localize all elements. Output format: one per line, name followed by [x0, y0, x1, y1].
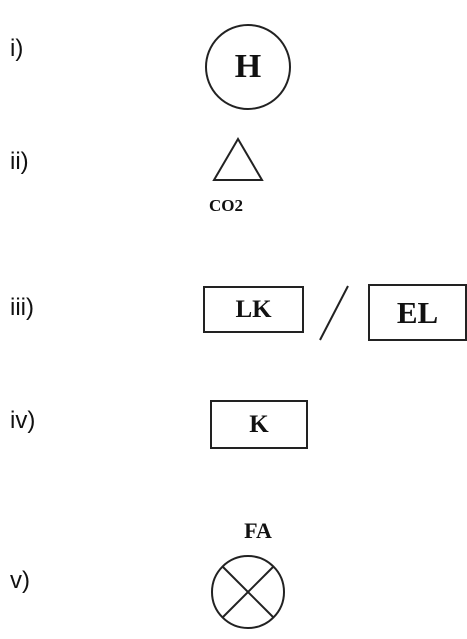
rectangle-symbol-left-text: LK [235, 296, 272, 323]
rectangle-symbol-left: LK [203, 286, 304, 333]
slash-separator [319, 285, 349, 341]
rectangle-symbol: K [210, 400, 308, 449]
item-label-ii: ii) [10, 148, 29, 175]
item-label-iii: iii) [10, 294, 34, 321]
rectangle-symbol-right-text: EL [396, 295, 439, 330]
item-label-i: i) [10, 35, 24, 62]
item-label-v: v) [10, 567, 30, 594]
circle-symbol-text: H [234, 48, 262, 85]
triangle-symbol [212, 137, 264, 181]
rectangle-symbol-text: K [249, 411, 269, 438]
item-label-iv: iv) [10, 407, 36, 434]
crossed-circle-symbol-text: FA [244, 518, 272, 543]
circle-symbol: H [205, 24, 291, 110]
triangle-symbol-text: CO2 [209, 196, 243, 215]
crossed-circle-symbol [211, 555, 285, 629]
rectangle-symbol-right: EL [368, 284, 467, 341]
